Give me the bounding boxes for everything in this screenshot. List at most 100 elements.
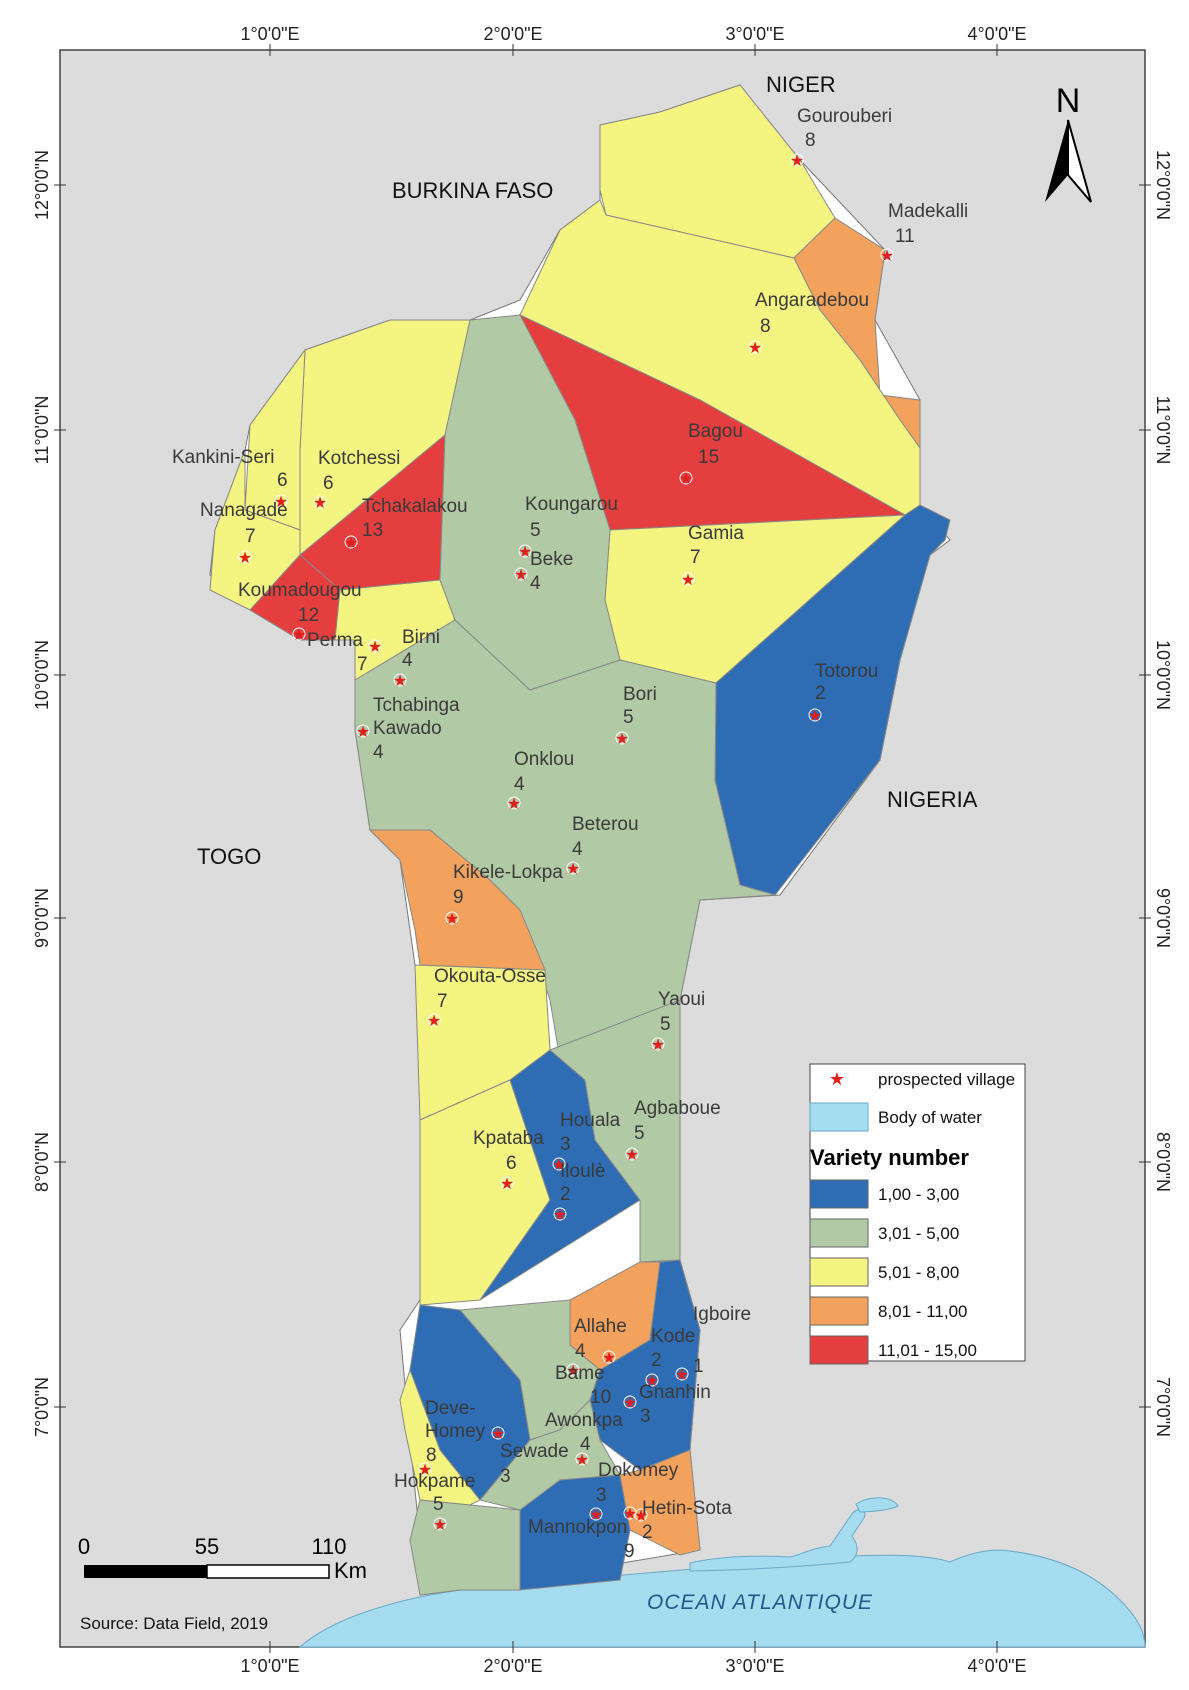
region-kode — [589, 1259, 701, 1471]
village-name: Onklou — [514, 749, 574, 770]
lon-labels-top: 1°0'0"E 2°0'0"E 3°0'0"E 4°0'0"E — [240, 24, 1026, 44]
lon-label-bottom: 2°0'0"E — [483, 1656, 542, 1676]
village-value: 5 — [634, 1123, 645, 1144]
village-name: Gnanhin — [639, 1382, 711, 1403]
village-marker-icon: ★ — [623, 1506, 637, 1523]
legend-swatch — [809, 1335, 869, 1365]
village-marker-ring — [602, 1350, 616, 1364]
village-marker-ring — [518, 544, 532, 558]
village-marker-icon: ★ — [274, 494, 288, 511]
village-value: 8 — [760, 316, 771, 337]
village-value: 7 — [357, 654, 368, 675]
village-marker-icon: ★ — [790, 153, 804, 170]
country-label-togo: TOGO — [197, 844, 261, 869]
legend-class-label: 11,01 - 15,00 — [878, 1341, 977, 1360]
village-marker-icon: ★ — [602, 1350, 616, 1367]
lon-labels-bottom: 1°0'0"E 2°0'0"E 3°0'0"E 4°0'0"E — [240, 1656, 1026, 1676]
lon-label-bottom: 4°0'0"E — [967, 1656, 1026, 1676]
village-marker-ring — [634, 1508, 648, 1522]
lat-label-right: 12°0'0"N — [1153, 150, 1173, 220]
village-marker-ring — [623, 1506, 637, 1520]
village-value: 3 — [640, 1406, 651, 1427]
village-marker-icon: ★ — [675, 1367, 689, 1384]
legend-swatch — [809, 1296, 869, 1326]
legend-class-label: 8,01 - 11,00 — [878, 1302, 967, 1321]
legend-point-label: prospected village — [878, 1070, 1015, 1089]
village-marker-ring — [790, 153, 804, 167]
lon-label-bottom: 1°0'0"E — [240, 1656, 299, 1676]
village-marker-icon: ★ — [681, 572, 695, 589]
village-marker-icon: ★ — [368, 639, 382, 656]
village-name: Houala — [560, 1110, 621, 1131]
scale-tick: 0 — [78, 1534, 90, 1559]
village-value: 9 — [453, 887, 464, 908]
village-value: 9 — [624, 1541, 635, 1562]
village-value: 3 — [500, 1466, 511, 1487]
village-value: 1 — [693, 1356, 704, 1377]
village-marker-icon: ★ — [552, 1157, 566, 1174]
village-marker-icon: ★ — [625, 1147, 639, 1164]
lon-label-top: 2°0'0"E — [483, 24, 542, 44]
village-value: 4 — [514, 774, 525, 795]
village-name: Beke — [530, 549, 573, 570]
village-name: Koumadougou — [238, 580, 362, 601]
village-value: 6 — [323, 473, 334, 494]
village: ★ Kode 2 — [645, 1326, 696, 1390]
lat-label-left: 9°0'0"N — [32, 888, 52, 948]
lon-label-top: 3°0'0"E — [725, 24, 784, 44]
village-value: 13 — [362, 520, 383, 541]
village-marker-ring — [500, 1176, 514, 1190]
village-name: Totorou — [815, 661, 878, 682]
village-name: Sewade — [500, 1441, 569, 1462]
lake-nokoue — [855, 1497, 899, 1513]
village-value: 15 — [698, 447, 719, 468]
village-name: Kode — [651, 1326, 695, 1347]
lat-label-right: 9°0'0"N — [1153, 888, 1173, 948]
village-value: 4 — [402, 650, 413, 671]
village-marker-ring — [566, 861, 580, 875]
village-marker-ring — [292, 627, 306, 641]
village-marker-ring — [625, 1147, 639, 1161]
village-name: Bori — [623, 684, 657, 705]
village-value: 6 — [506, 1153, 517, 1174]
village-marker-icon: ★ — [433, 1517, 447, 1534]
village-value: 4 — [575, 1341, 586, 1362]
village-marker-ring — [645, 1373, 659, 1387]
village-name: Kankini-Seri — [172, 447, 274, 468]
legend-water-swatch — [809, 1102, 869, 1132]
village-marker-ring — [418, 1462, 432, 1476]
lat-label-right: 8°0'0"N — [1153, 1132, 1173, 1192]
village-marker-ring — [491, 1426, 505, 1440]
lat-label-right: 7°0'0"N — [1153, 1377, 1173, 1437]
village: ★ Igboire 1 — [675, 1304, 751, 1384]
north-arrow-icon: N — [1045, 82, 1092, 203]
village-name: Iloulè — [560, 1161, 605, 1182]
village-value: 6 — [277, 470, 288, 491]
village-name: Kotchessi — [318, 448, 400, 469]
lon-label-top: 1°0'0"E — [240, 24, 299, 44]
village-value: 2 — [815, 683, 826, 704]
village-name: Allahe — [574, 1316, 627, 1337]
village-marker-ring — [344, 535, 358, 549]
lat-labels-left: 12°0'0"N 11°0'0"N 10°0'0"N 9°0'0"N 8°0'0… — [32, 150, 52, 1437]
village-value: 2 — [651, 1350, 662, 1371]
village-name: Igboire — [693, 1304, 751, 1325]
village-marker-icon: ★ — [589, 1507, 603, 1524]
village-marker-icon: ★ — [518, 544, 532, 561]
village-value: 7 — [437, 991, 448, 1012]
village-value: 4 — [580, 1434, 591, 1455]
lat-labels-right: 12°0'0"N 11°0'0"N 10°0'0"N 9°0'0"N 8°0'0… — [1153, 150, 1173, 1437]
village-marker-icon: ★ — [393, 673, 407, 690]
legend: ★ prospected village Body of water Varie… — [809, 1063, 1026, 1365]
village-name: Yaoui — [658, 989, 705, 1010]
village-value: 5 — [623, 707, 634, 728]
